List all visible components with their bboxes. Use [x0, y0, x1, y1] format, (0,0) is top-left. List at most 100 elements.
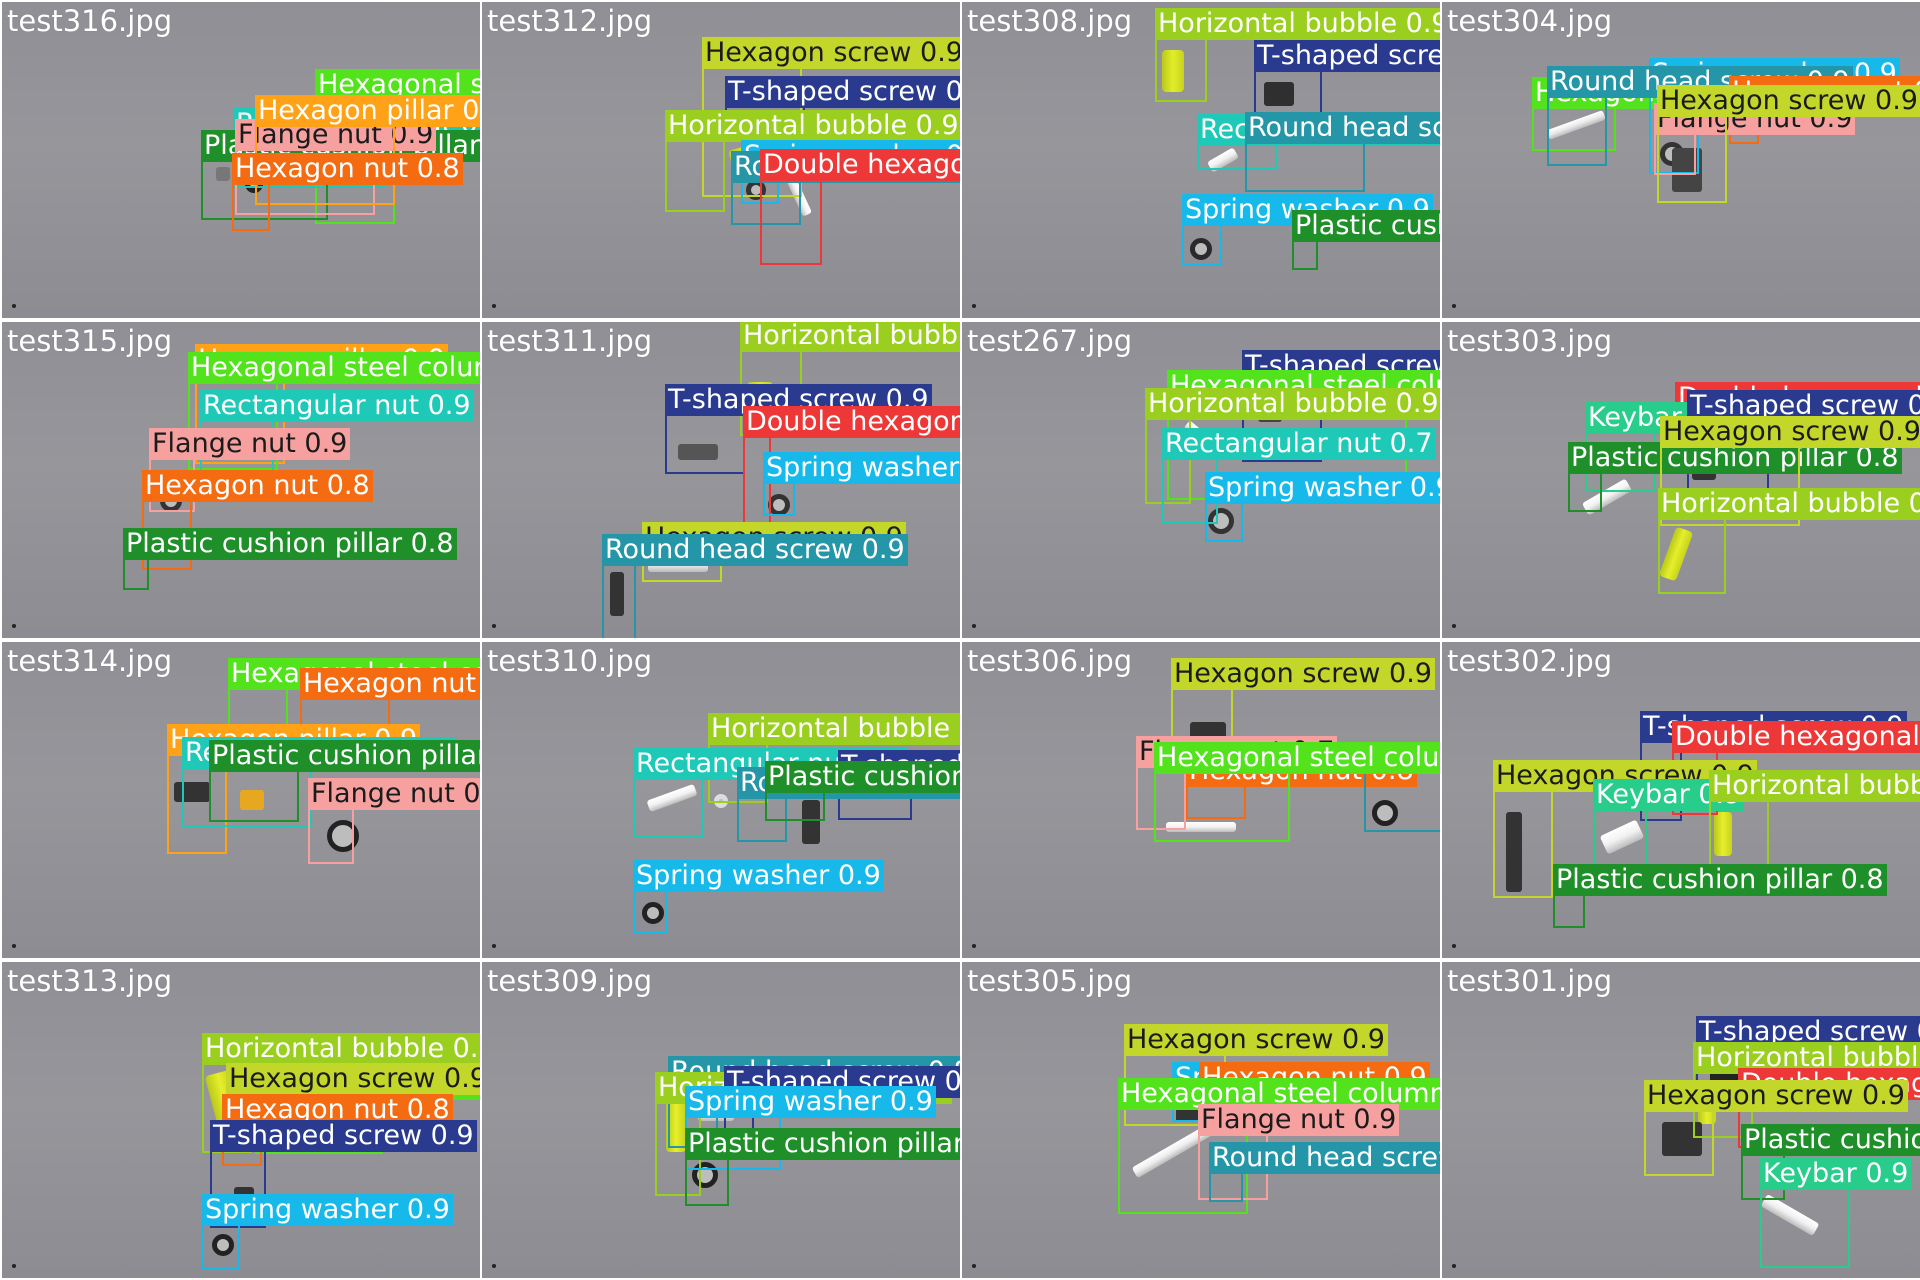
bbox-t-shaped-screw[interactable]: T-shaped screw 0.9: [665, 384, 932, 474]
corner-dot: [492, 304, 496, 308]
bbox-t-shaped-screw[interactable]: T-shaped screw 0.9: [1254, 40, 1440, 122]
bbox-hexagonal-steel-column[interactable]: Hexagonal steel column 1.0: [188, 352, 480, 470]
bbox-spring-washer[interactable]: Spring washer 0.9: [1205, 472, 1440, 542]
corner-dot: [972, 304, 976, 308]
image-tile-test311-jpg[interactable]: Horizontal bubble 0.9T-shaped screw 0.9D…: [482, 322, 960, 638]
bbox-keybar[interactable]: Keybar 0.9: [1593, 779, 1745, 869]
bbox-plastic-cushion-pillar[interactable]: Plastic cushion pillar 0.8: [1741, 1124, 1920, 1200]
bbox-label: Hexagon screw 0.9: [1171, 658, 1435, 690]
object-ring: [692, 1162, 718, 1188]
bbox-label: Flange nut 0.9: [149, 428, 351, 460]
bbox-horizontal-bubble[interactable]: Horizontal bubble 0.9: [708, 713, 960, 803]
bbox-horizontal-bubble[interactable]: Horizontal bubble 0.9: [665, 110, 960, 212]
tile-filename: test313.jpg: [7, 964, 173, 998]
bbox-round-head-screw[interactable]: Round head screw 0.9: [602, 534, 908, 638]
bbox-hexagon-screw[interactable]: Hexagon screw 0.9: [1493, 760, 1757, 898]
object-ring: [1190, 238, 1212, 260]
bbox-rectangular-nut[interactable]: Rectangular nut 0.9: [200, 390, 474, 480]
bbox-flange-nut[interactable]: Flange nut 0.9: [1198, 1104, 1400, 1200]
bbox-horizontal-bubble[interactable]: Horizontal bubble 0.9: [1709, 770, 1920, 868]
bbox-spring-washer[interactable]: Spring washer 0.9: [202, 1194, 453, 1270]
corner-dot: [972, 624, 976, 628]
bbox-label: Plastic cushion pillar 0.8: [123, 528, 457, 560]
bbox-rectangular-nut[interactable]: Rectangular nut 0.9: [633, 748, 907, 838]
bbox-label: Flange nut 0.9: [308, 778, 480, 810]
bbox-hexagon-screw[interactable]: Hexagon screw 0.9: [226, 1063, 480, 1137]
bbox-double-hexagonal-column[interactable]: Double hexagonal column 0.9: [1672, 721, 1920, 815]
corner-dot: [492, 944, 496, 948]
tile-filename: test308.jpg: [967, 4, 1133, 38]
bbox-round-head-screw[interactable]: Round head screw 0.9: [1245, 112, 1440, 192]
bbox-hexagonal-steel-column[interactable]: Hexagonal steel column 0.9: [1154, 742, 1440, 842]
bbox-hexagon-nut[interactable]: Hexagon nut 0.9: [300, 668, 480, 738]
bbox-plastic-cushion-pillar[interactable]: Plastic cushion pillar 0.8: [1553, 864, 1887, 928]
bbox-keybar[interactable]: Keybar 0.9: [1760, 1158, 1912, 1268]
bbox-label: Spring washer 0.9: [202, 1194, 453, 1226]
bbox-plastic-cushion-pillar[interactable]: Plastic cushion pillar 0.8: [1292, 210, 1440, 270]
bbox-plastic-cushion-pillar[interactable]: Plastic cushion pillar 0.9: [209, 740, 480, 822]
tile-filename: test310.jpg: [487, 644, 653, 678]
bbox-plastic-cushion-pillar[interactable]: Plastic cushion pillar 0.8: [765, 761, 960, 821]
bbox-round-head-screw[interactable]: Round head screw 0.9: [1364, 742, 1440, 832]
bbox-label: Round head screw 0.9: [602, 534, 908, 566]
bbox-horizontal-bubble[interactable]: Horizontal bubble 0.9: [740, 322, 960, 436]
bbox-hexagon-pillar[interactable]: Hexagon pillar 0.9: [255, 95, 480, 205]
object-bubble: [1714, 812, 1732, 856]
tile-filename: test316.jpg: [7, 4, 173, 38]
bbox-horizontal-bubble[interactable]: Horizontal bubble 0.9: [1145, 388, 1440, 504]
bbox-hexagon-screw[interactable]: Hexagon screw 0.9: [1171, 658, 1435, 768]
corner-dot: [12, 1264, 16, 1268]
bbox-label: Hexagon pillar 0.9: [255, 95, 480, 127]
bbox-label: Horizontal bubble 0.9: [708, 713, 960, 745]
image-tile-test312-jpg[interactable]: Hexagon screw 0.9T-shaped screw 0.9Horiz…: [482, 2, 960, 318]
bbox-plastic-cushion-pillar[interactable]: Plastic cushion pillar 0.8: [1568, 442, 1902, 512]
bbox-spring-washer[interactable]: Spring washer 0.9: [633, 860, 884, 934]
bbox-label: T-shaped screw 0.9: [210, 1120, 477, 1152]
bbox-label: Horizontal bubble 0.9: [665, 110, 960, 142]
corner-dot: [1452, 304, 1456, 308]
bbox-plastic-cushion-pillar[interactable]: Plastic cushion pillar 0.9: [685, 1128, 960, 1206]
bbox-spring-washer[interactable]: Spring washer 0.9: [1182, 194, 1433, 266]
object-screw: [802, 800, 820, 844]
bbox-label: Plastic cushion pillar 0.9: [685, 1128, 960, 1160]
corner-dot: [1452, 624, 1456, 628]
bbox-horizontal-bubble[interactable]: Horizontal bubble 0.9: [1155, 8, 1440, 102]
bbox-hexagon-screw[interactable]: Hexagon screw 0.9: [1660, 416, 1920, 526]
bbox-double-hexagonal-column[interactable]: Double hexagonal column 0.9: [760, 149, 960, 265]
bbox-double-hexagonal-column[interactable]: Double hexagonal column 0.9: [743, 406, 960, 536]
bbox-round-head-screw[interactable]: Round head screw 0.9: [1547, 66, 1853, 166]
bbox-spring-washer[interactable]: Spring washer 0.9: [763, 452, 960, 516]
image-tile-test267-jpg[interactable]: T-shaped screw 0.8Hexagonal steel column…: [962, 322, 1440, 638]
bbox-hexagon-screw[interactable]: Hexagon screw 0.9: [1657, 85, 1920, 203]
bbox-flange-nut[interactable]: Flange nut 0.9: [308, 778, 480, 864]
bbox-round-head-screw[interactable]: Round head screw 0.9: [1209, 1142, 1440, 1202]
bbox-hexagon-nut[interactable]: Hexagon nut 0.8: [232, 153, 463, 231]
bbox-label: Hexagon screw 0.9: [1660, 416, 1920, 448]
corner-dot: [12, 624, 16, 628]
object-ring: [642, 902, 664, 924]
bbox-t-shaped-screw[interactable]: T-shaped screw 0.9: [210, 1120, 477, 1228]
bbox-plastic-cushion-pillar[interactable]: Plastic cushion pillar 0.8: [123, 528, 457, 590]
bbox-hexagon-screw[interactable]: Hexagon screw 0.9: [1644, 1080, 1908, 1176]
bbox-label: Spring washer 0.9: [763, 452, 960, 484]
bbox-hexagon-nut[interactable]: Hexagon nut 0.8: [142, 470, 373, 570]
image-tile-test309-jpg[interactable]: Round head screw 0.8Horizontal bubble 0.…: [482, 962, 960, 1278]
object-ring: [212, 1234, 234, 1256]
bbox-label: Plastic cushion pillar 0.8: [1741, 1124, 1920, 1156]
bbox-label: Plastic cushion pillar 0.9: [209, 740, 480, 772]
image-tile-test308-jpg[interactable]: Horizontal bubble 0.9T-shaped screw 0.9R…: [962, 2, 1440, 318]
bbox-spring-washer[interactable]: Spring washer 0.9: [685, 1086, 936, 1170]
bbox-t-shaped-screw[interactable]: T-shaped screw 0.9: [725, 76, 960, 140]
bbox-horizontal-bubble[interactable]: Horizontal bubble 0.9: [1658, 488, 1920, 594]
